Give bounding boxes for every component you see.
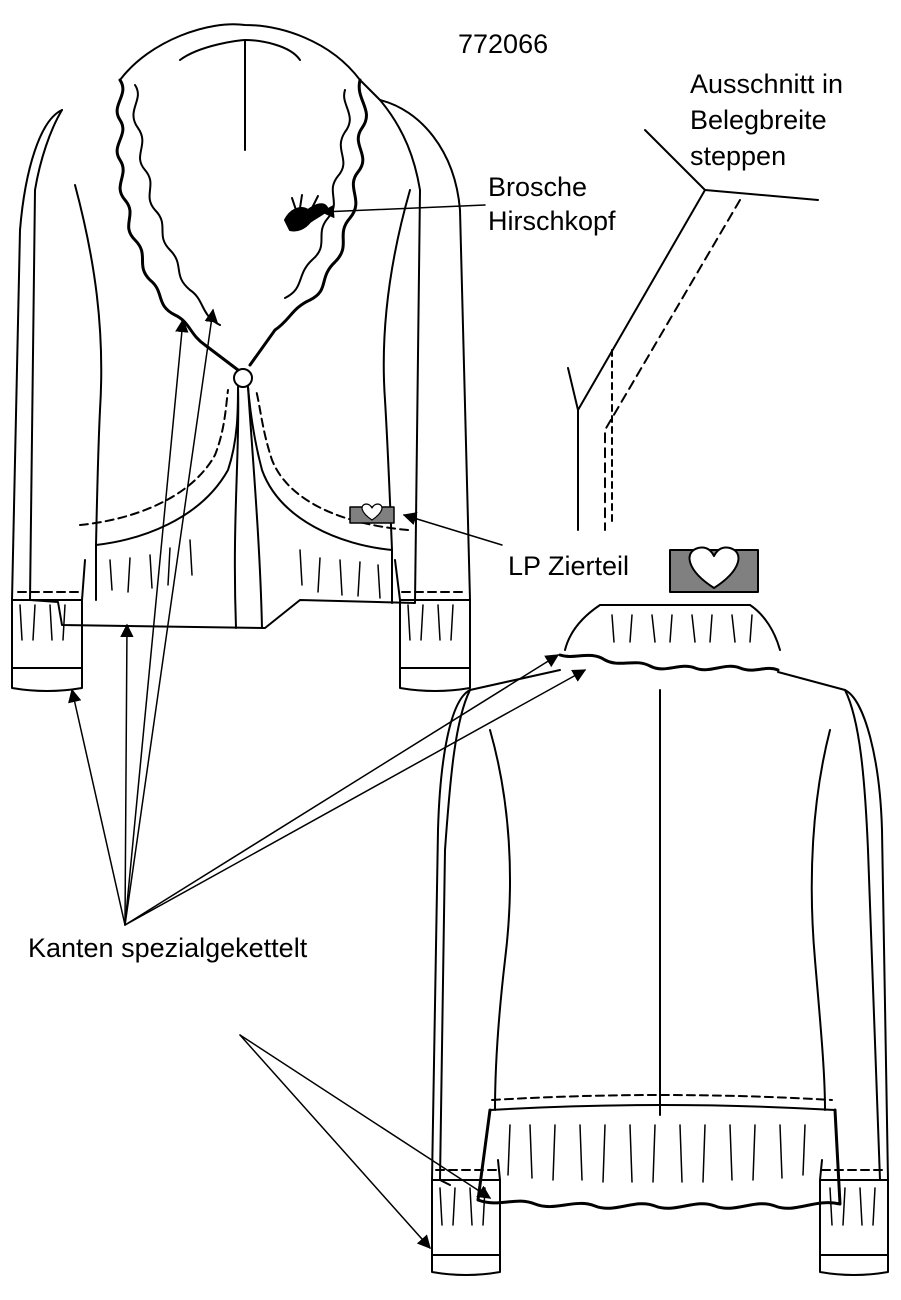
front-body-outline: [29, 79, 421, 629]
ausschnitt-line-3: steppen: [690, 141, 787, 171]
leader-lines: [68, 204, 587, 1250]
front-zierteil: [349, 503, 395, 524]
front-collar: [119, 23, 361, 81]
brosche-annotation: Brosche Hirschkopf: [488, 170, 616, 238]
heart-icon: [669, 546, 759, 593]
front-left-sleeve: [11, 109, 86, 669]
front-left-ruffle: [115, 78, 240, 372]
front-right-sleeve: [379, 99, 471, 669]
style-number: 772066: [458, 29, 549, 59]
brosche-line-1: Brosche: [488, 172, 588, 202]
stag-head-brooch-icon: [284, 194, 329, 232]
ausschnitt-line-2: Belegbreite: [690, 105, 827, 135]
back-collar-ruffle: [558, 653, 780, 672]
back-collar: [564, 604, 781, 651]
back-peplum: [476, 1108, 842, 1210]
zierteil-annotation: LP Zierteil: [508, 551, 630, 581]
neckline-detail: [567, 129, 819, 531]
front-right-ruffle: [248, 78, 368, 367]
back-body-outline: [439, 689, 471, 1186]
ausschnitt-annotation: Ausschnitt in Belegbreite steppen: [690, 66, 843, 174]
front-right-cuff: [399, 667, 471, 692]
brosche-line-2: Hirschkopf: [488, 206, 616, 236]
front-view: [11, 23, 471, 692]
front-left-cuff: [11, 667, 83, 692]
ausschnitt-line-1: Ausschnitt in: [690, 69, 844, 99]
kanten-annotation: Kanten spezialgekettelt: [28, 933, 308, 963]
back-view: [431, 604, 889, 1276]
button-icon: [233, 368, 253, 388]
